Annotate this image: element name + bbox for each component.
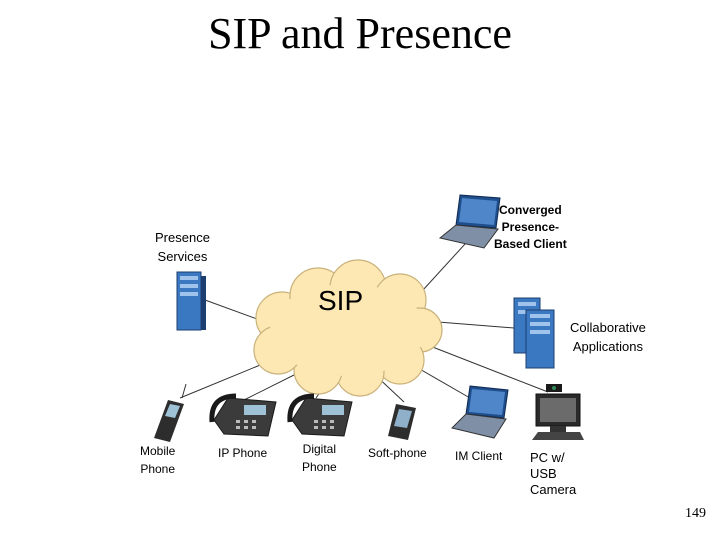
digital-phone-icon xyxy=(287,393,353,437)
mobile-phone-label: Mobile Phone xyxy=(140,444,176,476)
pc-camera-icon xyxy=(532,384,584,440)
soft-phone-label: Soft-phone xyxy=(368,446,427,460)
presence-services-label: Presence Services xyxy=(155,230,210,264)
im-client-label: IM Client xyxy=(455,449,503,463)
page-number: 149 xyxy=(685,506,706,521)
line-collaborative-apps xyxy=(437,321,515,329)
line-pc-camera xyxy=(429,345,549,393)
ip-phone-icon xyxy=(209,393,277,437)
cloud-label: SIP xyxy=(318,285,364,316)
sip-cloud xyxy=(253,259,443,397)
mobile-phone-icon xyxy=(154,383,187,442)
slide-title: SIP and Presence xyxy=(208,9,512,58)
digital-phone-label: Digital Phone xyxy=(302,442,337,474)
laptop-icon xyxy=(438,194,501,249)
im-laptop-icon xyxy=(451,385,509,439)
pda-icon xyxy=(388,404,416,440)
converged-client-label: Converged Presence- Based Client xyxy=(494,203,567,251)
collaborative-servers-icon xyxy=(513,297,555,369)
pc-camera-label: PC w/ USB Camera xyxy=(530,450,577,497)
line-ip-phone xyxy=(243,371,301,401)
collaborative-apps-label: Collaborative Applications xyxy=(570,320,646,354)
server-icon xyxy=(176,271,206,331)
ip-phone-label: IP Phone xyxy=(218,446,268,460)
